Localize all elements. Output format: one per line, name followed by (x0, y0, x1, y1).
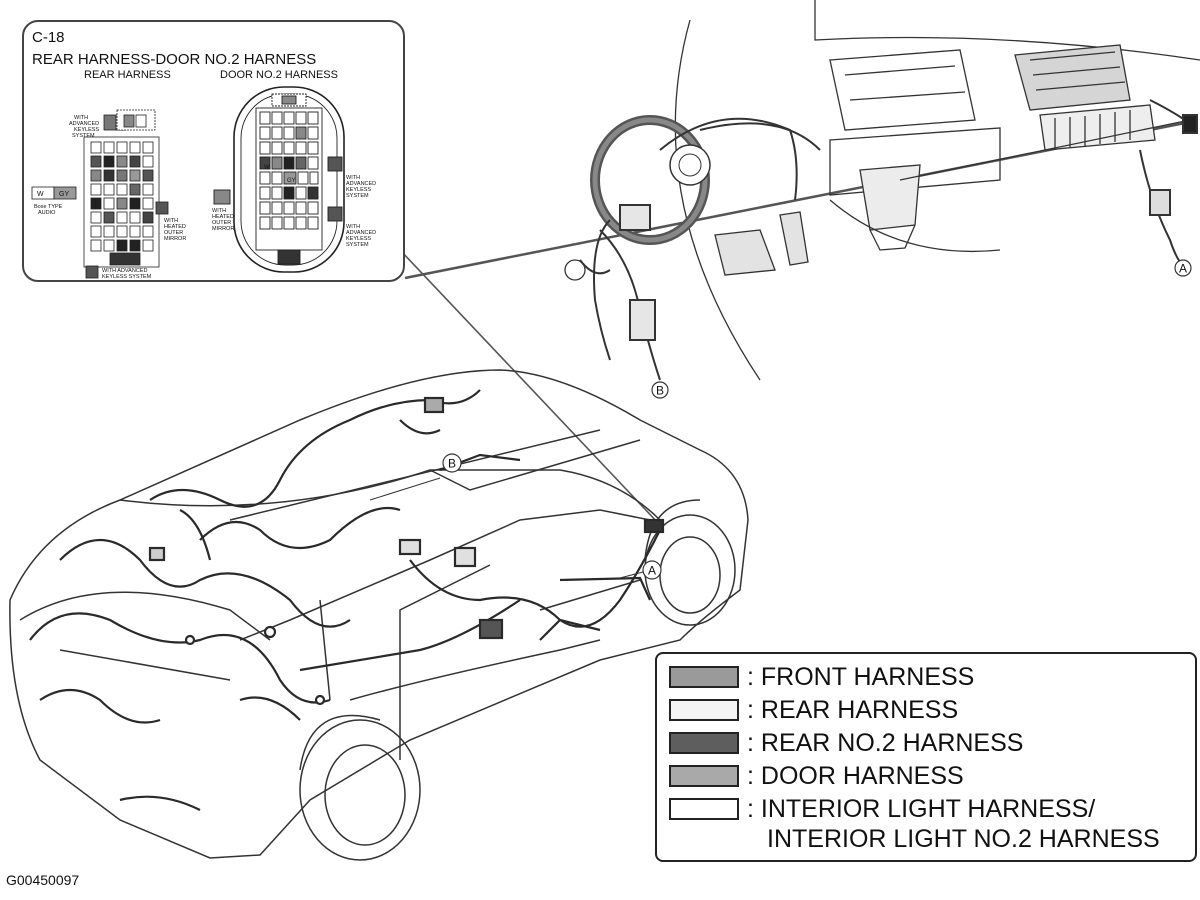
legend-label: : REAR HARNESS (747, 696, 959, 724)
marker-a-car-label: A (648, 564, 656, 578)
svg-text:SYSTEM: SYSTEM (72, 133, 95, 139)
legend-label: : FRONT HARNESS (747, 663, 975, 691)
svg-text:WITH ADVANCED: WITH ADVANCED (102, 268, 147, 274)
legend-label: : DOOR HARNESS (747, 762, 964, 790)
dashboard-view (564, 0, 1200, 381)
legend-swatch (669, 798, 739, 820)
legend-item-rear-harness: : REAR HARNESS (669, 697, 958, 723)
legend-label-continuation: INTERIOR LIGHT NO.2 HARNESS (767, 825, 1160, 853)
svg-text:WITH: WITH (74, 115, 88, 121)
legend-swatch (669, 666, 739, 688)
pin-w-left: W (37, 191, 44, 198)
svg-text:ADVANCED: ADVANCED (346, 181, 376, 187)
connector-callout-art: C-18 REAR HARNESS-DOOR NO.2 HARNESS REAR… (31, 29, 376, 280)
marker-a-car: A (619, 560, 662, 580)
svg-text:WITH: WITH (346, 175, 360, 181)
legend-item-front-harness: : FRONT HARNESS (669, 664, 974, 690)
rear-harness-notes: WITH ADVANCED KEYLESS SYSTEM W GY Bose T… (34, 115, 186, 280)
connector-title: REAR HARNESS-DOOR NO.2 HARNESS (32, 51, 316, 68)
svg-text:WITH: WITH (212, 208, 226, 214)
marker-b-dash: B (651, 381, 669, 399)
svg-text:AUDIO: AUDIO (38, 210, 56, 216)
svg-text:KEYLESS SYSTEM: KEYLESS SYSTEM (102, 274, 152, 280)
legend-swatch (669, 699, 739, 721)
legend-label: : REAR NO.2 HARNESS (747, 729, 1024, 757)
pin-w-right: W (264, 165, 270, 171)
rear-harness-connector (31, 109, 169, 279)
harness-legend: : FRONT HARNESS : REAR HARNESS : REAR NO… (655, 652, 1197, 862)
figure-id: G00450097 (6, 872, 80, 888)
legend-item-interior-light-harness: : INTERIOR LIGHT HARNESS/ (669, 796, 1095, 822)
steering-wheel (590, 115, 711, 245)
marker-a-dash: A (1174, 259, 1192, 277)
svg-text:HEATED: HEATED (212, 214, 234, 220)
connector-code: C-18 (32, 29, 65, 46)
svg-text:WITH: WITH (164, 218, 178, 224)
pin-gy-right: GY (287, 178, 296, 184)
marker-a-dash-label: A (1179, 262, 1187, 276)
legend-item-rear-no2-harness: : REAR NO.2 HARNESS (669, 730, 1023, 756)
legend-swatch (669, 732, 739, 754)
connector-callout: C-18 REAR HARNESS-DOOR NO.2 HARNESS REAR… (22, 20, 405, 282)
door-harness-label: DOOR NO.2 HARNESS (220, 69, 338, 81)
door-harness-notes: W GY WITH ADVANCED KEYLESS SYSTEM WITH H… (212, 165, 376, 248)
marker-b-dash-label: B (656, 384, 664, 398)
car-harness-runs (29, 389, 665, 811)
pin-gy-left: GY (59, 191, 69, 198)
legend-label: : INTERIOR LIGHT HARNESS/ (747, 795, 1096, 823)
callout-leader-lower (399, 249, 661, 526)
svg-text:KEYLESS: KEYLESS (346, 236, 371, 242)
rear-harness-label: REAR HARNESS (84, 69, 171, 81)
svg-text:MIRROR: MIRROR (212, 226, 234, 232)
svg-text:MIRROR: MIRROR (164, 236, 186, 242)
svg-text:ADVANCED: ADVANCED (69, 121, 99, 127)
car-body (9, 369, 749, 861)
svg-text:HEATED: HEATED (164, 224, 186, 230)
svg-text:WITH: WITH (346, 224, 360, 230)
svg-text:SYSTEM: SYSTEM (346, 193, 369, 199)
svg-text:OUTER: OUTER (212, 220, 231, 226)
legend-item-door-harness: : DOOR HARNESS (669, 763, 964, 789)
door-harness-connector (213, 86, 345, 273)
marker-b-car-label: B (448, 457, 456, 471)
svg-text:KEYLESS: KEYLESS (74, 127, 99, 133)
dash-harness (579, 99, 1198, 381)
legend-swatch (669, 765, 739, 787)
marker-b-car: B (369, 453, 462, 501)
svg-text:SYSTEM: SYSTEM (346, 242, 369, 248)
svg-text:OUTER: OUTER (164, 230, 183, 236)
svg-text:ADVANCED: ADVANCED (346, 230, 376, 236)
svg-text:KEYLESS: KEYLESS (346, 187, 371, 193)
svg-text:Bose TYPE: Bose TYPE (34, 204, 63, 210)
